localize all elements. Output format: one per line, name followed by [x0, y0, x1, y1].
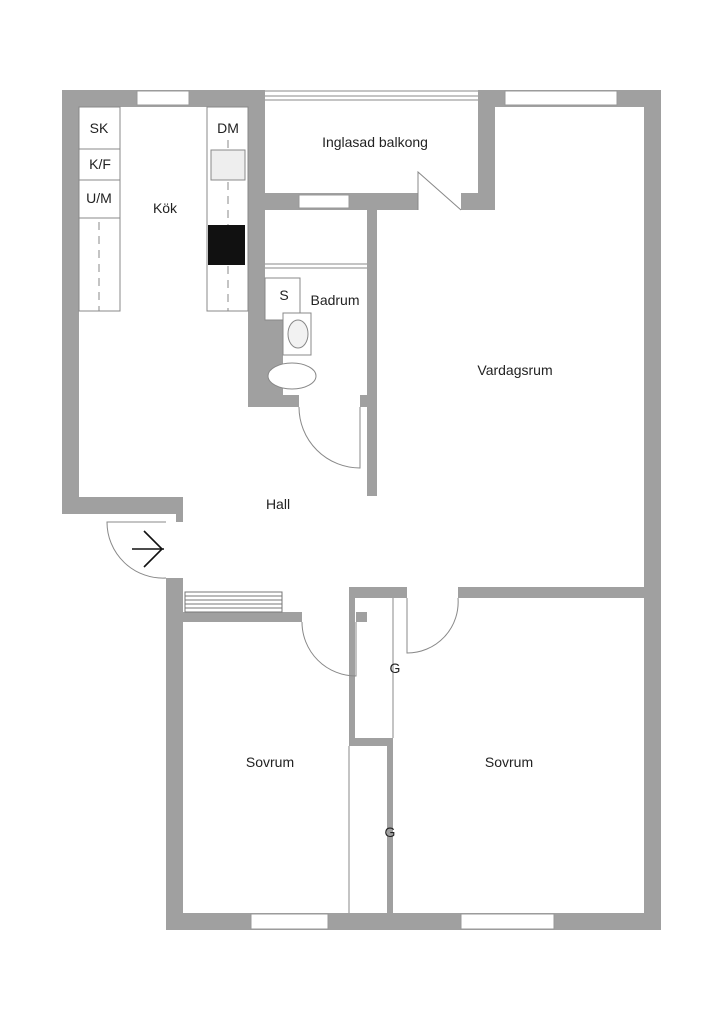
radiator-icon: [184, 591, 283, 613]
label-kf: K/F: [89, 156, 111, 172]
sink-icon: [210, 149, 246, 181]
kitchen-cabinets: [78, 106, 249, 312]
bathroom-fixtures: [264, 263, 367, 390]
room-bedroom-left: Sovrum: [246, 754, 294, 770]
room-kitchen: Kök: [153, 200, 178, 216]
label-um: U/M: [86, 190, 112, 206]
label-closet-2: G: [385, 824, 396, 840]
windows: [136, 90, 618, 930]
room-bathroom: Badrum: [310, 292, 359, 308]
room-hall: Hall: [266, 496, 290, 512]
room-balcony: Inglasad balkong: [322, 134, 428, 150]
room-living: Vardagsrum: [477, 362, 552, 378]
toilet-icon: [267, 362, 317, 390]
walls: [62, 90, 661, 930]
label-dm: DM: [217, 120, 239, 136]
room-bedroom-right: Sovrum: [485, 754, 533, 770]
basin-bowl-icon: [287, 319, 309, 349]
doors: [106, 170, 462, 913]
stove-icon: [208, 225, 245, 265]
label-closet-1: G: [390, 660, 401, 676]
label-sk: SK: [90, 120, 109, 136]
label-s: S: [279, 287, 288, 303]
entrance-arrow-icon: [132, 530, 164, 568]
